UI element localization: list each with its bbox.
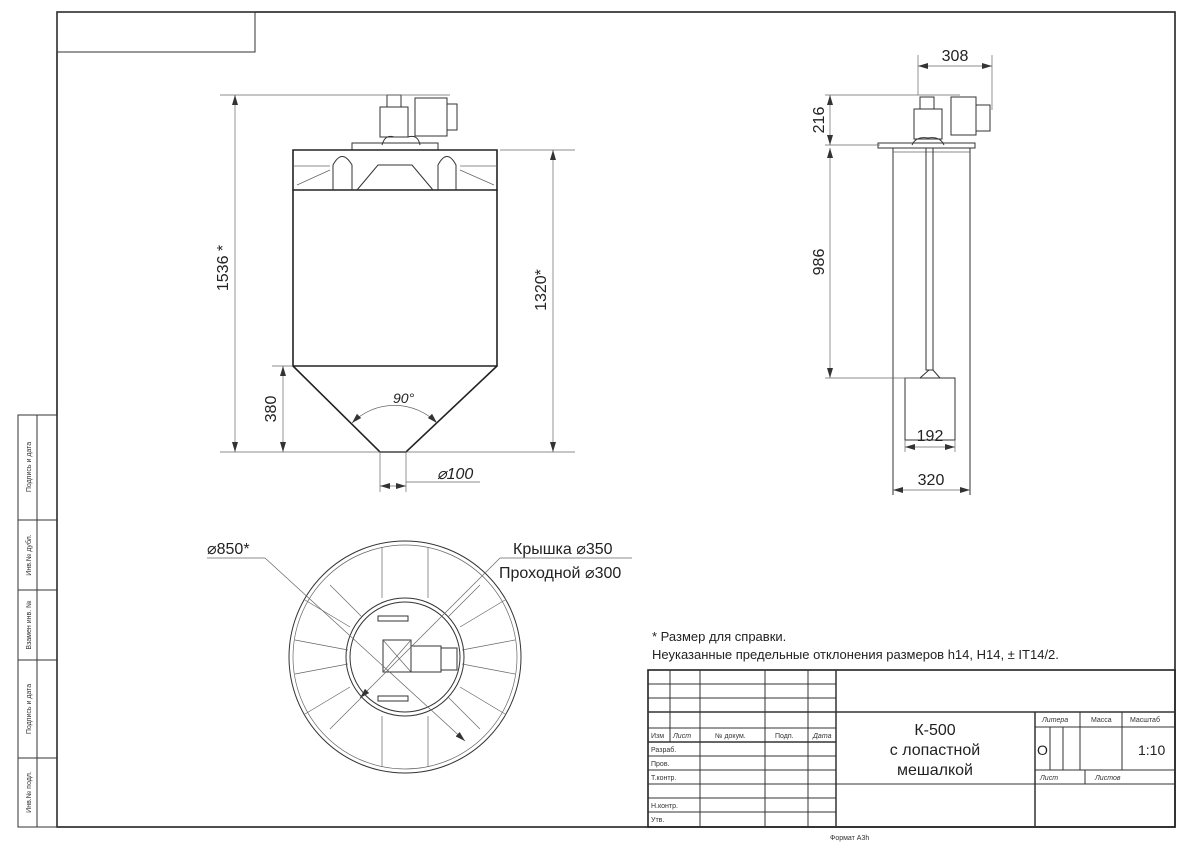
sheet-label: Лист	[1039, 775, 1058, 782]
drawing-title-line2: с лопастной	[890, 742, 980, 759]
role-developer: Разраб.	[651, 746, 676, 754]
lid-label: Крышка ⌀350	[513, 541, 613, 558]
dim-cone-height: 380	[263, 396, 280, 423]
passage-label: Проходной ⌀300	[499, 565, 621, 582]
front-view: 1536 * 1320* 380 90° ⌀100	[215, 94, 575, 492]
dim-motor-height: 216	[811, 107, 828, 134]
cone-angle: 90°	[393, 390, 415, 406]
role-tech-control: Т.контр.	[651, 775, 676, 782]
sheets-label: Листов	[1094, 775, 1121, 782]
header-list: Лист	[672, 733, 691, 740]
strip-label: Подпись и дата	[26, 684, 33, 734]
agitator-shaft	[925, 147, 934, 371]
tank-body	[292, 149, 498, 453]
dim-body-height: 1320*	[533, 269, 550, 311]
role-norm-control: Н.контр.	[651, 803, 678, 810]
motor-drive	[351, 94, 458, 151]
motor-top	[410, 645, 442, 673]
role-checker: Пров.	[651, 761, 670, 768]
dimensions-front: 1536 * 1320* 380 90° ⌀100	[215, 94, 575, 492]
drawing-title-line3: мешалкой	[897, 762, 973, 779]
strip-label: Инв.№ подл.	[26, 771, 33, 813]
tank-diameter: ⌀850*	[207, 541, 250, 558]
side-motor	[911, 96, 991, 146]
title-block: Изм Лист № докум. Подп. Дата Разраб. Про…	[647, 669, 1176, 828]
strip-label: Инв.№ дубл.	[25, 534, 33, 575]
litera-value: О	[1037, 742, 1048, 758]
tank-ribs	[294, 547, 516, 767]
role-approved: Утв.	[651, 817, 664, 824]
note-tolerances: Неуказанные предельные отклонения размер…	[652, 647, 1059, 662]
header-date: Дата	[812, 733, 832, 740]
note-reference: * Размер для справки.	[652, 629, 786, 644]
strip-label: Подпись и дата	[26, 442, 33, 492]
format-label: Формат А3h	[830, 835, 869, 842]
dim-total-height: 1536 *	[215, 245, 232, 291]
side-view: 308 216 986 192 320	[811, 48, 993, 495]
dim-shaft-length: 986	[811, 249, 828, 276]
sheet-frame	[56, 11, 1176, 828]
scale-label: Масштаб	[1130, 716, 1160, 724]
drawing-title-line1: К-500	[914, 722, 955, 739]
litera-label: Литера	[1041, 717, 1068, 724]
mounting-plate	[877, 142, 976, 149]
header-doc: № докум.	[715, 733, 746, 740]
side-strip: Подпись и дата Инв.№ дубл. Взамен инв. №…	[17, 414, 58, 828]
dim-motor-width: 308	[942, 48, 969, 65]
outlet-diameter: ⌀100	[437, 466, 473, 483]
scale-value: 1:10	[1138, 742, 1165, 758]
header-izm: Изм	[651, 733, 664, 740]
dim-paddle-width: 192	[917, 428, 944, 445]
top-view: ⌀850* Крышка ⌀350 Проходной ⌀300	[207, 540, 632, 774]
dimensions-side: 308 216 986 192 320	[811, 48, 993, 493]
strip-label: Взамен инв. №	[26, 600, 33, 649]
mass-label: Масса	[1091, 717, 1112, 724]
header-sign: Подп.	[775, 733, 794, 740]
dim-plate-width: 320	[918, 472, 945, 489]
